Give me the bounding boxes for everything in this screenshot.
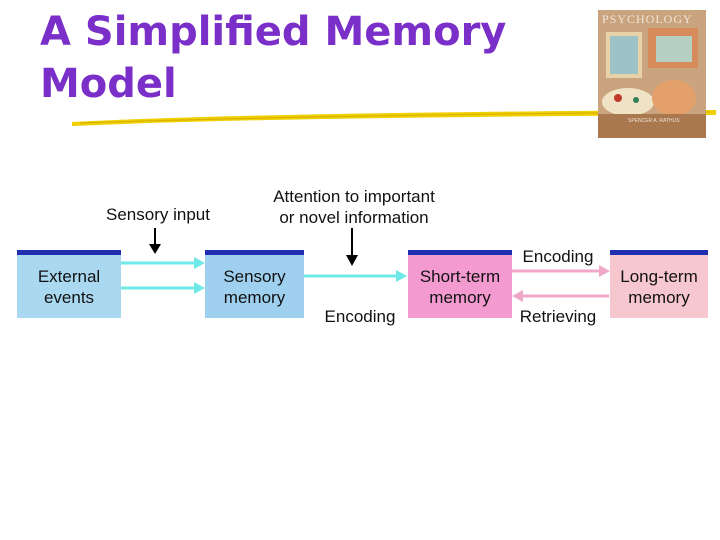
sensory-input-arrow — [149, 228, 161, 254]
encoding-label-long-term: Encoding — [522, 247, 594, 266]
sensory-to-short-term-arrow — [304, 270, 407, 282]
long-term-memory-box: Long-term memory — [610, 250, 708, 318]
title-line-2: Model — [40, 61, 177, 107]
short-term-memory-label: Short-term memory — [419, 266, 501, 307]
external-events-label: External events — [37, 266, 101, 307]
encoding-label-sensory: Encoding — [324, 307, 396, 326]
title-line-1: A Simplified Memory — [40, 9, 507, 55]
sensory-memory-label: Sensory memory — [223, 266, 286, 307]
sensory-input-label: Sensory input — [106, 205, 210, 224]
short-term-memory-box: Short-term memory — [408, 250, 512, 318]
external-events-box: External events — [17, 250, 121, 318]
long-term-memory-label: Long-term memory — [620, 266, 698, 307]
attention-label-line-2: or novel information — [279, 208, 429, 227]
attention-label: Attention to important or novel informat… — [236, 186, 472, 228]
slide-title: A Simplified Memory Model — [40, 6, 580, 110]
book-cover-painting — [598, 10, 706, 138]
short-to-long-term-arrow — [512, 265, 610, 277]
book-cover-author: SPENCER A. RATHUS — [628, 118, 680, 124]
book-cover-image: PSYCHOLOGY SPENCER A. RATHUS — [598, 10, 706, 138]
sensory-memory-box: Sensory memory — [205, 250, 304, 318]
long-to-short-term-arrow — [512, 290, 609, 302]
attention-arrow — [346, 228, 358, 266]
retrieving-label: Retrieving — [519, 307, 597, 326]
external-to-sensory-arrows — [121, 257, 205, 294]
title-underline — [72, 110, 716, 126]
attention-label-line-1: Attention to important — [273, 187, 435, 206]
book-cover-title: PSYCHOLOGY — [602, 12, 693, 26]
